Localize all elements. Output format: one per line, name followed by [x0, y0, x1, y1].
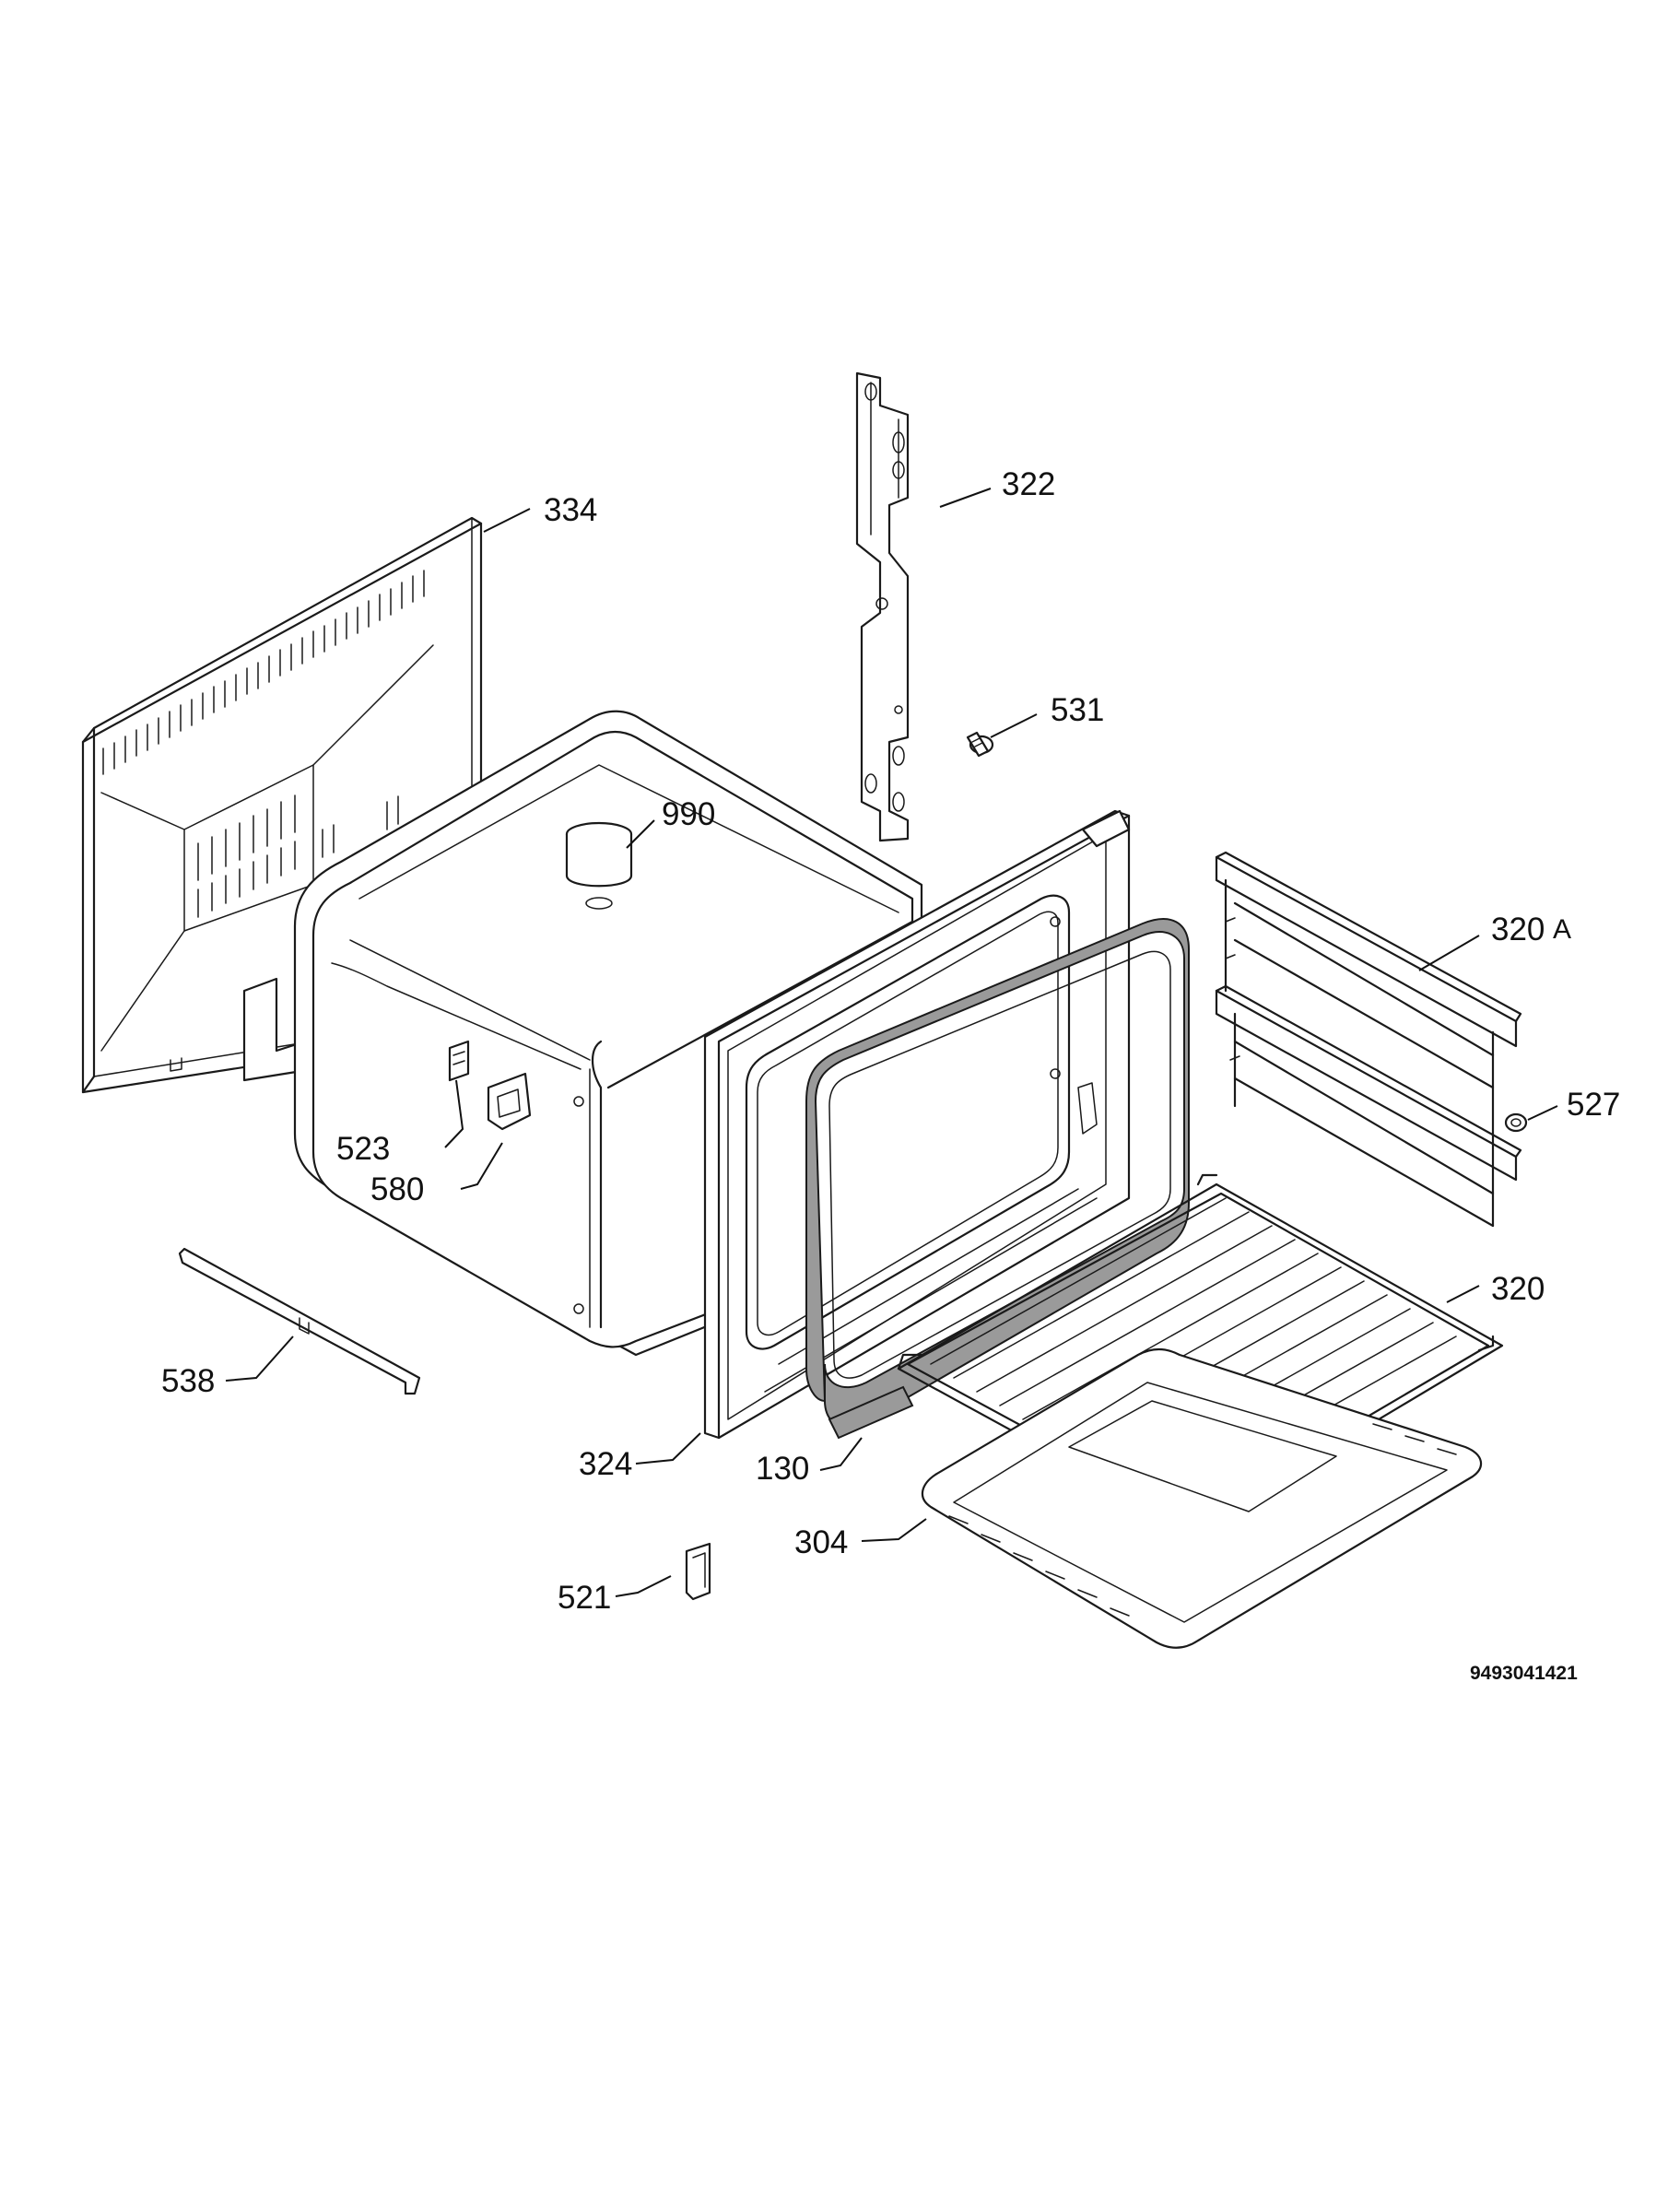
label-320a: 320 — [1491, 912, 1545, 947]
leader-580 — [460, 1142, 503, 1190]
part-320a-shelf-support — [1215, 851, 1522, 1228]
leader-lines — [225, 488, 1558, 1597]
label-523: 523 — [336, 1131, 390, 1167]
label-521: 521 — [558, 1580, 611, 1616]
label-580: 580 — [370, 1171, 424, 1207]
part-320-wire-shelf — [897, 1173, 1504, 1536]
leader-130 — [819, 1437, 863, 1471]
part-521-cap — [685, 1542, 711, 1601]
leader-521 — [615, 1575, 672, 1597]
part-531-screw — [966, 731, 994, 758]
label-538: 538 — [161, 1363, 215, 1399]
leader-538 — [225, 1335, 294, 1382]
part-580-bracket — [487, 1072, 532, 1131]
part-322-side-rail — [855, 371, 910, 842]
label-320: 320 — [1491, 1271, 1545, 1307]
part-labels: 334 322 531 990 320 A 527 523 580 320 53… — [161, 466, 1620, 1684]
label-531: 531 — [1051, 692, 1104, 728]
label-334: 334 — [544, 492, 597, 528]
label-320a-suffix: A — [1553, 914, 1571, 945]
label-130: 130 — [756, 1451, 809, 1487]
part-990-lamp — [565, 821, 633, 910]
leader-324 — [635, 1432, 701, 1465]
leader-531 — [990, 713, 1038, 738]
leader-322 — [939, 488, 992, 508]
part-523-clip — [448, 1040, 470, 1082]
part-538-strip — [178, 1247, 421, 1395]
label-324: 324 — [579, 1446, 632, 1482]
leader-320a — [1418, 935, 1480, 971]
part-304-baking-tray — [921, 1347, 1482, 1649]
label-527: 527 — [1567, 1087, 1620, 1123]
leader-334 — [483, 508, 531, 533]
leader-990 — [626, 819, 655, 849]
drawing-code: 9493041421 — [1470, 1663, 1578, 1684]
part-527-nut — [1504, 1112, 1528, 1133]
label-990: 990 — [662, 796, 715, 832]
label-304: 304 — [794, 1524, 848, 1560]
leader-527 — [1527, 1105, 1558, 1121]
label-322: 322 — [1002, 466, 1055, 502]
leader-304 — [861, 1518, 927, 1542]
leader-523 — [444, 1079, 464, 1148]
leader-320 — [1446, 1285, 1480, 1303]
